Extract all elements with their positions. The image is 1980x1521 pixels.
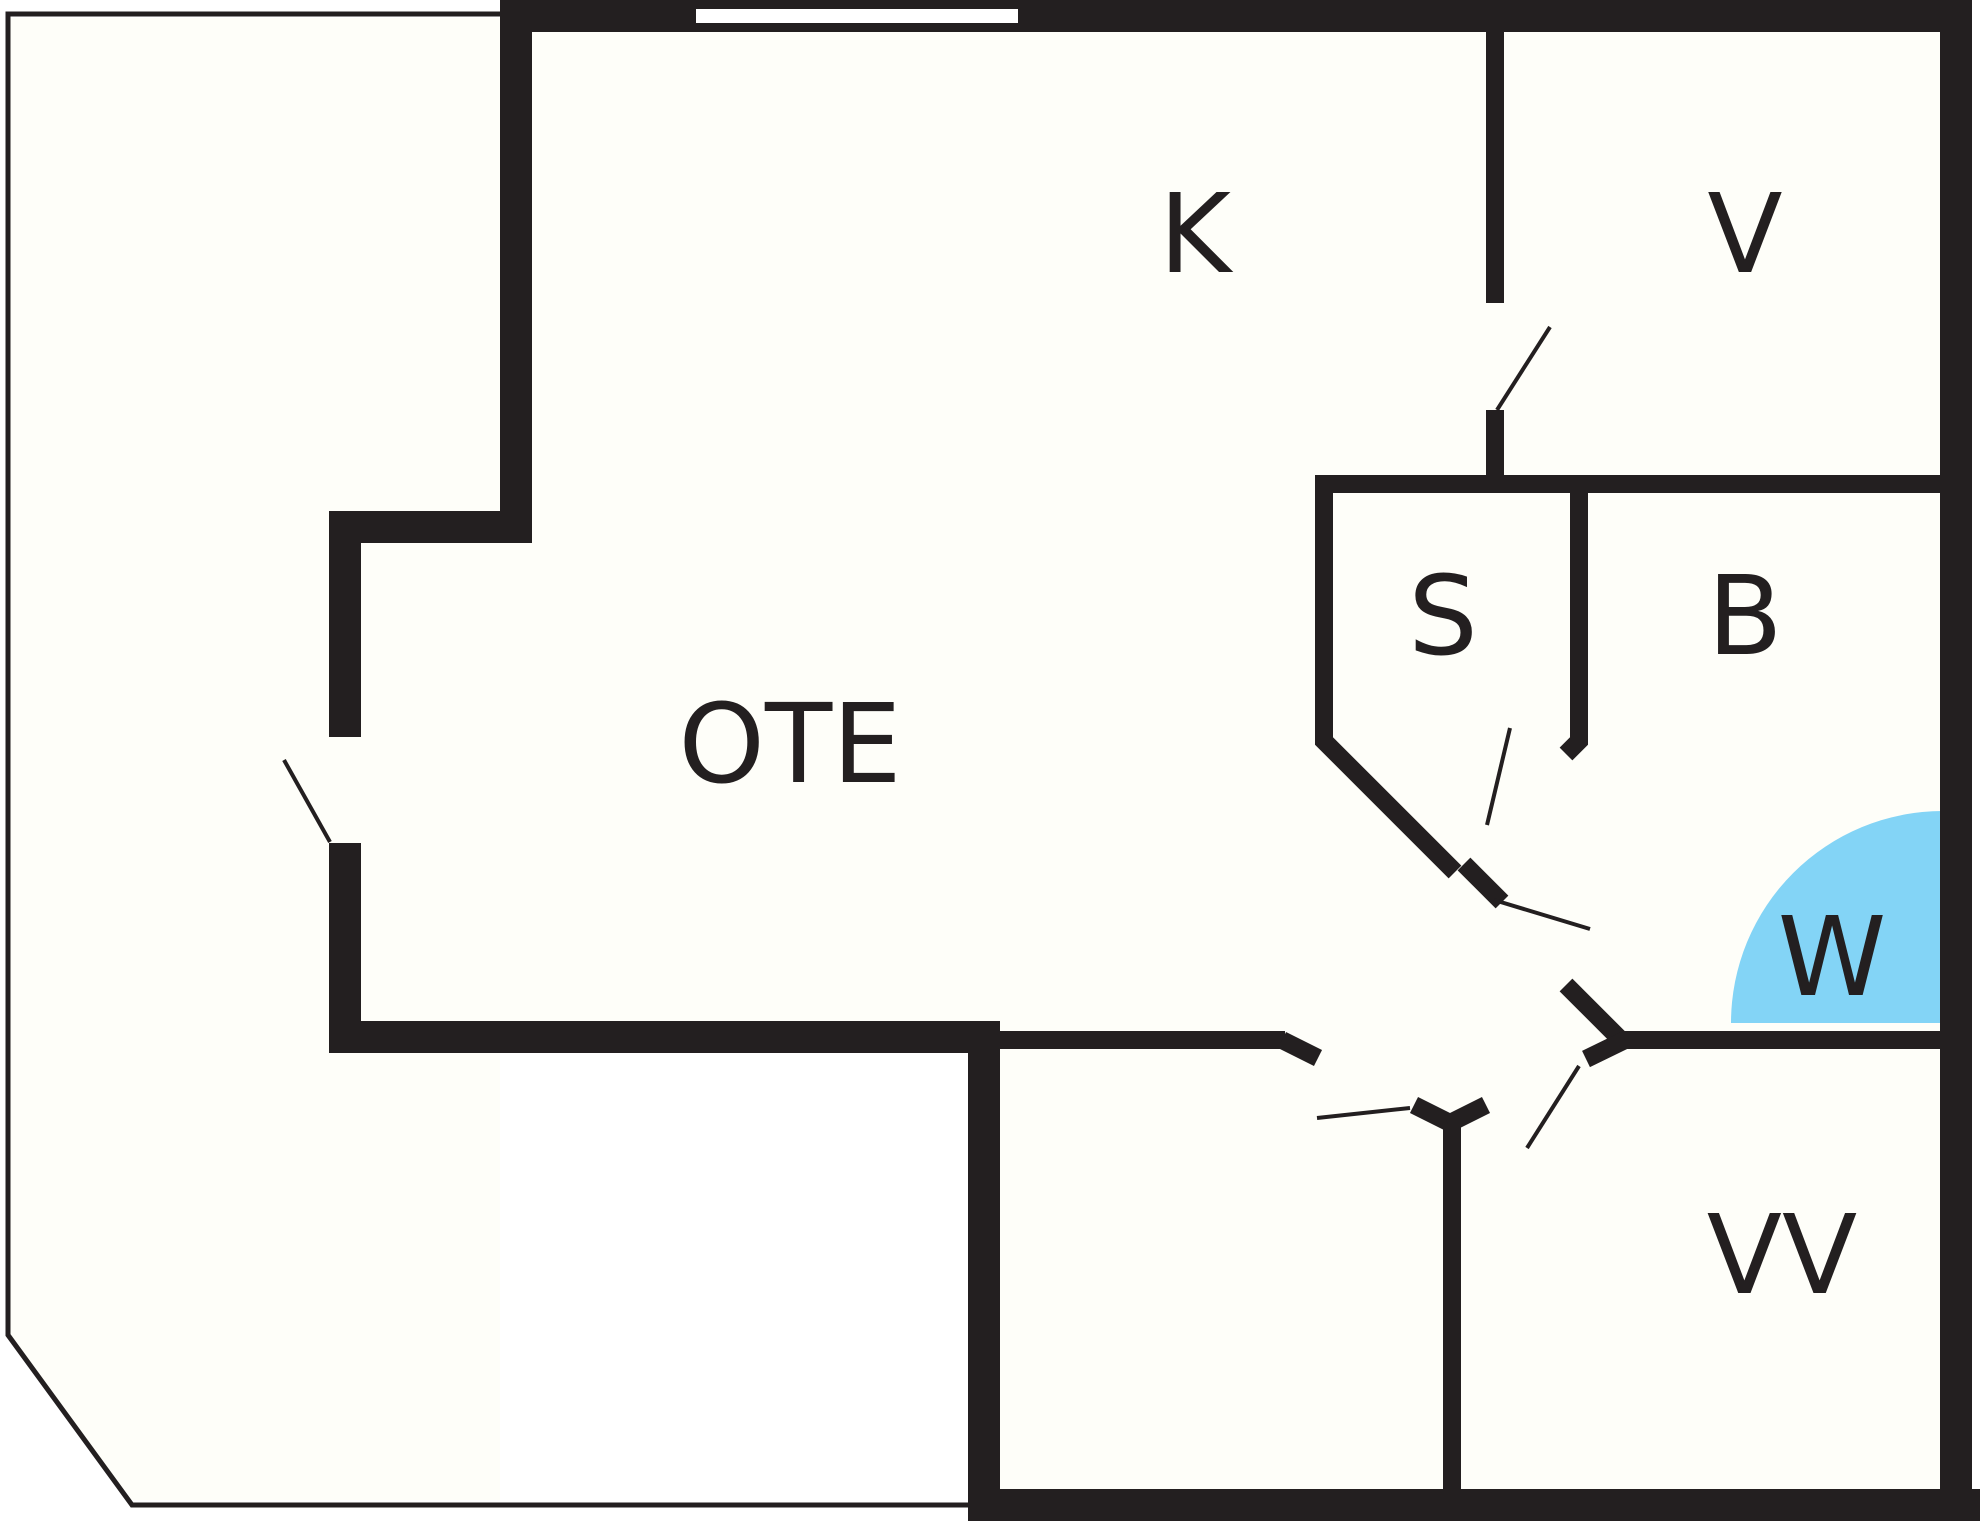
- terrace-outline: [5, 11, 968, 1508]
- partition-sauna-right: [1559, 490, 1588, 761]
- label-shower: W: [1778, 893, 1887, 1021]
- room-labels: K V OTE S B W VV: [678, 170, 1886, 1319]
- label-kitchen: K: [1159, 170, 1234, 298]
- door-swings: [282, 325, 1591, 1150]
- partition-angle-left-a: [1277, 1031, 1323, 1067]
- door-kitchen-v: [1495, 325, 1552, 412]
- terrace-floor: [8, 18, 500, 1500]
- label-bathroom: B: [1707, 552, 1782, 680]
- shower-area: [1731, 811, 1943, 1023]
- left-door-gap: [330, 738, 360, 842]
- interior-floor: [340, 18, 1972, 1510]
- partition-sauna-left: [1315, 475, 1462, 879]
- door-bathroom: [1493, 898, 1591, 931]
- floor-fills: [8, 18, 1972, 1510]
- partition-diagonal-a: [1457, 857, 1509, 909]
- label-walk-in-closet: VV: [1707, 1191, 1858, 1319]
- partitions: [1000, 30, 1950, 1495]
- label-open-plan: OTE: [678, 680, 901, 808]
- door-left: [282, 759, 332, 843]
- door-sauna: [1485, 727, 1512, 826]
- partition-angle-mid: [1443, 1096, 1491, 1133]
- partition-angle-right-a: [1582, 1031, 1629, 1068]
- label-sauna: S: [1408, 552, 1478, 680]
- door-lower-right: [1525, 1064, 1581, 1150]
- door-lower-left: [1316, 1106, 1411, 1120]
- partition-diagonal-b: [1559, 978, 1631, 1050]
- partition-angle-left-b: [1409, 1096, 1457, 1133]
- label-storage-v: V: [1707, 170, 1782, 298]
- top-window: [692, 5, 1022, 27]
